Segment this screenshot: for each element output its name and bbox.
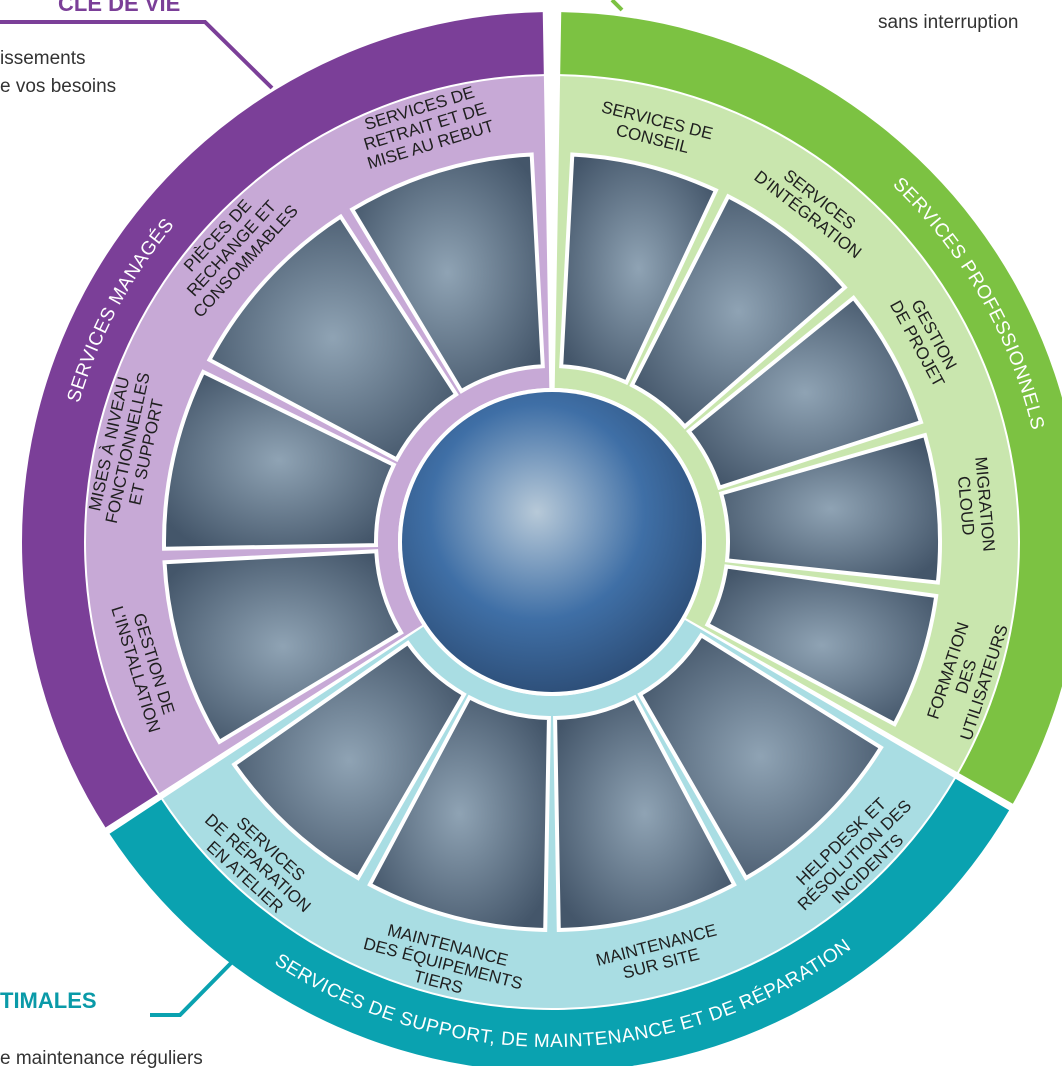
support-corner-heading: TIMALES — [0, 988, 97, 1013]
managed-ring — [21, 12, 544, 828]
professional-corner-line: sans interruption — [878, 12, 1019, 33]
professional-connector-line — [610, 0, 624, 12]
segment-photo-12 — [206, 213, 459, 463]
center-photo — [398, 388, 706, 696]
segment-photo-11 — [162, 369, 397, 551]
segment-photo-1 — [559, 152, 719, 386]
support-connector-line — [150, 956, 238, 1017]
segment-photo-6 — [637, 632, 884, 881]
professional-ring — [560, 12, 1062, 804]
segment-photo-3 — [685, 295, 924, 491]
managed-connector-line — [0, 20, 274, 90]
support-ring — [109, 778, 1010, 1066]
service-photo-segments — [162, 152, 942, 932]
managed-corner-line-1: issements — [0, 48, 86, 69]
managed-corner-line-2: e vos besoins — [0, 76, 117, 97]
segment-photo-8 — [367, 694, 551, 932]
segment-photo-2 — [629, 193, 848, 430]
managed-corner-heading: CLE DE VIE — [58, 0, 181, 16]
segment-photo-5 — [704, 564, 939, 727]
segment-photo-13 — [349, 152, 545, 394]
outer-service-rings — [21, 12, 1062, 1066]
support-corner-line: e maintenance réguliers — [0, 1048, 203, 1069]
segment-photo-9 — [231, 640, 467, 881]
segment-photo-4 — [718, 432, 942, 585]
center-team-photo — [402, 392, 702, 692]
segment-photo-10 — [162, 549, 404, 745]
segment-label-1: SERVICES DECONSEIL — [595, 97, 715, 161]
segment-photo-7 — [553, 694, 737, 932]
